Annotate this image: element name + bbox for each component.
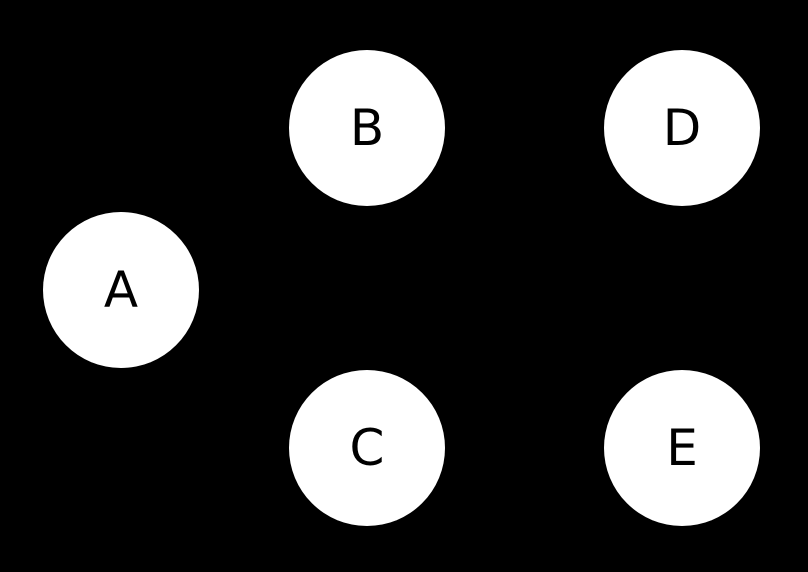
node-label-a: A: [104, 261, 138, 319]
node-circle-d[interactable]: [604, 50, 760, 206]
node-label-e: E: [666, 419, 698, 477]
node-circle-b[interactable]: [289, 50, 445, 206]
node-layer: A B C D E: [43, 50, 760, 526]
node-circle-c[interactable]: [289, 370, 445, 526]
graph-node-c[interactable]: C: [289, 370, 445, 526]
graph-node-d[interactable]: D: [604, 50, 760, 206]
graph-node-a[interactable]: A: [43, 212, 199, 368]
node-label-c: C: [350, 419, 385, 477]
node-circle-e[interactable]: [604, 370, 760, 526]
node-label-d: D: [663, 99, 702, 157]
node-label-b: B: [350, 99, 384, 157]
graph-node-e[interactable]: E: [604, 370, 760, 526]
node-circle-a[interactable]: [43, 212, 199, 368]
graph-node-b[interactable]: B: [289, 50, 445, 206]
